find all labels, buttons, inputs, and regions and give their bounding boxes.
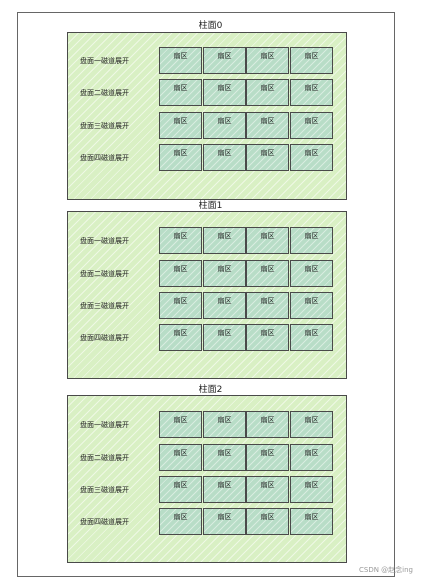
track-label: 盘面四磁道展开 xyxy=(80,154,129,162)
track-row: 盘面二磁道展开 扇区 扇区 扇区 扇区 xyxy=(68,77,346,107)
sector: 扇区 xyxy=(246,144,289,171)
track-label: 盘面二磁道展开 xyxy=(80,454,129,462)
sector: 扇区 xyxy=(203,444,246,471)
sector: 扇区 xyxy=(159,292,202,319)
sector: 扇区 xyxy=(290,227,333,254)
sector: 扇区 xyxy=(203,292,246,319)
cylinder-label-2: 柱面2 xyxy=(198,385,223,395)
sector: 扇区 xyxy=(203,144,246,171)
sector: 扇区 xyxy=(246,79,289,106)
sector: 扇区 xyxy=(203,324,246,351)
sector: 扇区 xyxy=(290,324,333,351)
sector: 扇区 xyxy=(290,144,333,171)
sector: 扇区 xyxy=(159,476,202,503)
track-label: 盘面四磁道展开 xyxy=(80,334,129,342)
sector: 扇区 xyxy=(203,79,246,106)
sector: 扇区 xyxy=(290,411,333,438)
sector: 扇区 xyxy=(290,260,333,287)
sector: 扇区 xyxy=(159,508,202,535)
sector: 扇区 xyxy=(290,79,333,106)
track-label: 盘面一磁道展开 xyxy=(80,237,129,245)
track-row: 盘面二磁道展开 扇区 扇区 扇区 扇区 xyxy=(68,258,346,288)
sector: 扇区 xyxy=(246,292,289,319)
track-row: 盘面一磁道展开 扇区 扇区 扇区 扇区 xyxy=(68,225,346,255)
track-row: 盘面四磁道展开 扇区 扇区 扇区 扇区 xyxy=(68,506,346,536)
cylinder-1: 盘面一磁道展开 扇区 扇区 扇区 扇区 盘面二磁道展开 扇区 扇区 扇区 扇区 … xyxy=(67,211,347,379)
track-label: 盘面四磁道展开 xyxy=(80,518,129,526)
watermark: CSDN @赵念ing xyxy=(358,566,413,574)
sector: 扇区 xyxy=(246,227,289,254)
track-row: 盘面三磁道展开 扇区 扇区 扇区 扇区 xyxy=(68,290,346,320)
sector: 扇区 xyxy=(203,227,246,254)
cylinder-label-1: 柱面1 xyxy=(198,201,223,211)
track-label: 盘面三磁道展开 xyxy=(80,302,129,310)
sector: 扇区 xyxy=(203,112,246,139)
sector: 扇区 xyxy=(159,112,202,139)
sector: 扇区 xyxy=(246,476,289,503)
sector: 扇区 xyxy=(246,260,289,287)
sector: 扇区 xyxy=(246,47,289,74)
track-label: 盘面二磁道展开 xyxy=(80,270,129,278)
sector: 扇区 xyxy=(246,444,289,471)
sector: 扇区 xyxy=(203,47,246,74)
track-row: 盘面二磁道展开 扇区 扇区 扇区 扇区 xyxy=(68,442,346,472)
sector: 扇区 xyxy=(290,112,333,139)
sector: 扇区 xyxy=(246,324,289,351)
track-row: 盘面三磁道展开 扇区 扇区 扇区 扇区 xyxy=(68,474,346,504)
sector: 扇区 xyxy=(290,476,333,503)
sector: 扇区 xyxy=(159,227,202,254)
track-label: 盘面一磁道展开 xyxy=(80,57,129,65)
cylinder-label-0: 柱面0 xyxy=(198,21,223,31)
sector: 扇区 xyxy=(246,508,289,535)
sector: 扇区 xyxy=(246,112,289,139)
sector: 扇区 xyxy=(290,292,333,319)
sector: 扇区 xyxy=(159,47,202,74)
sector: 扇区 xyxy=(159,324,202,351)
sector: 扇区 xyxy=(159,260,202,287)
sector: 扇区 xyxy=(290,508,333,535)
track-label: 盘面三磁道展开 xyxy=(80,486,129,494)
sector: 扇区 xyxy=(159,444,202,471)
sector: 扇区 xyxy=(203,508,246,535)
sector: 扇区 xyxy=(203,476,246,503)
cylinder-0: 盘面一磁道展开 扇区 扇区 扇区 扇区 盘面二磁道展开 扇区 扇区 扇区 扇区 … xyxy=(67,32,347,200)
track-row: 盘面四磁道展开 扇区 扇区 扇区 扇区 xyxy=(68,322,346,352)
sector: 扇区 xyxy=(159,79,202,106)
sector: 扇区 xyxy=(290,47,333,74)
sector: 扇区 xyxy=(159,144,202,171)
track-row: 盘面一磁道展开 扇区 扇区 扇区 扇区 xyxy=(68,409,346,439)
sector: 扇区 xyxy=(203,411,246,438)
sector: 扇区 xyxy=(246,411,289,438)
sector: 扇区 xyxy=(290,444,333,471)
track-row: 盘面四磁道展开 扇区 扇区 扇区 扇区 xyxy=(68,142,346,172)
sector: 扇区 xyxy=(203,260,246,287)
track-row: 盘面一磁道展开 扇区 扇区 扇区 扇区 xyxy=(68,45,346,75)
track-row: 盘面三磁道展开 扇区 扇区 扇区 扇区 xyxy=(68,110,346,140)
track-label: 盘面三磁道展开 xyxy=(80,122,129,130)
sector: 扇区 xyxy=(159,411,202,438)
track-label: 盘面一磁道展开 xyxy=(80,421,129,429)
cylinder-2: 盘面一磁道展开 扇区 扇区 扇区 扇区 盘面二磁道展开 扇区 扇区 扇区 扇区 … xyxy=(67,395,347,563)
track-label: 盘面二磁道展开 xyxy=(80,89,129,97)
